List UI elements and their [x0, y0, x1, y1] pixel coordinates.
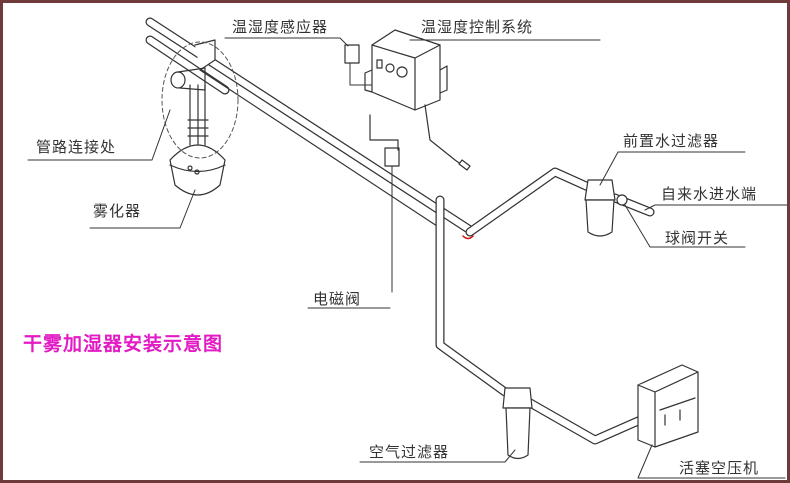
label-sensor: 温湿度感应器 [232, 18, 329, 36]
leader-lines [27, 37, 787, 479]
atomizer-shape [169, 39, 226, 196]
label-pre-water-filter: 前置水过滤器 [623, 132, 720, 150]
water-pipe [462, 167, 655, 240]
label-compressor: 活塞空压机 [679, 459, 760, 477]
label-air-filter: 空气过滤器 [369, 443, 450, 461]
control-box-shape [364, 29, 471, 171]
installation-diagram [27, 17, 787, 479]
pipe-joint-marker [161, 41, 239, 159]
label-ball-valve: 球阀开关 [665, 229, 730, 247]
air-filter-shape [502, 387, 533, 460]
air-pipe [435, 195, 650, 445]
compressor-shape [637, 364, 699, 448]
diagram-title: 干雾加湿器安装示意图 [23, 333, 224, 355]
sensor-shape [344, 44, 360, 64]
pre-water-filter-shape [584, 179, 628, 237]
label-controller: 温湿度控制系统 [421, 18, 534, 36]
solenoid-valve-shape [384, 147, 400, 167]
label-pipe-joint: 管路连接处 [36, 138, 117, 156]
label-solenoid-valve: 电磁阀 [313, 290, 362, 308]
label-water-inlet: 自来水进水端 [661, 185, 758, 203]
label-atomizer: 雾化器 [93, 202, 142, 220]
